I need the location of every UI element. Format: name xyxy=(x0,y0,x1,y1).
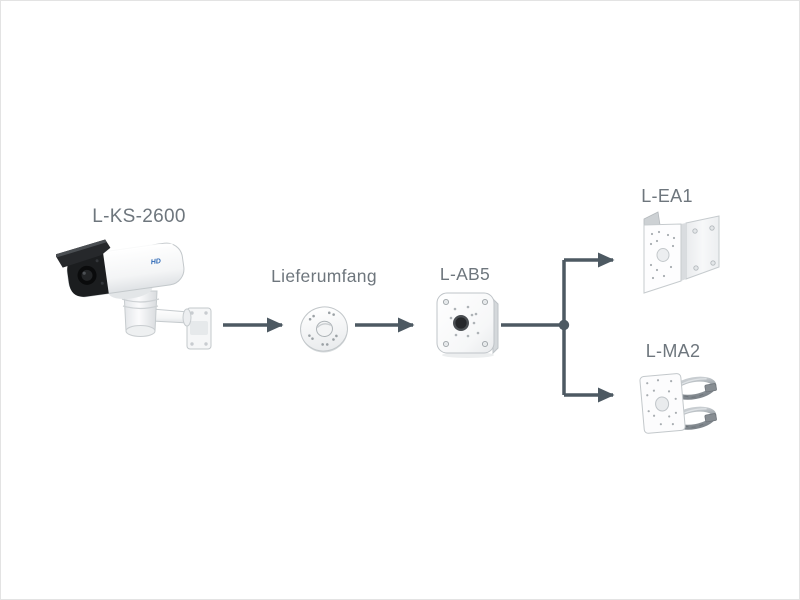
junction-box-image xyxy=(436,292,499,358)
corner-mount-top-flange xyxy=(643,211,661,227)
camera-sunshade xyxy=(56,239,111,268)
camera-image: HD xyxy=(56,239,212,350)
corner-mount-left-holes xyxy=(649,230,676,280)
corner-mount-image xyxy=(643,211,720,294)
junction-box-corner-screws xyxy=(442,298,489,348)
corner-mount-center-hole xyxy=(656,248,670,262)
camera-wall-plate xyxy=(186,307,212,350)
scope-label: Lieferumfang xyxy=(271,266,377,286)
corner-mount-label: L-EA1 xyxy=(641,186,693,206)
pole-mount-center-hole xyxy=(655,396,670,412)
corner-mount-right-holes xyxy=(692,225,716,271)
camera-brand-logo: HD xyxy=(150,258,161,266)
camera-front-lens xyxy=(67,251,109,297)
camera-mount-arm xyxy=(151,308,192,327)
junction-box-cable-hole xyxy=(453,315,469,331)
adapter-plate-screw-holes xyxy=(308,311,338,346)
pole-mount-label: L-MA2 xyxy=(645,341,701,361)
camera-body: HD xyxy=(56,239,185,299)
scope-image xyxy=(300,306,348,353)
pole-mount-image xyxy=(639,373,717,434)
pole-mount-screw-holes xyxy=(646,379,678,426)
corner-mount-right-panel xyxy=(685,215,720,280)
junction-box-screw-holes xyxy=(449,305,480,338)
branch-point-dot xyxy=(558,319,570,331)
pole-mount-plate xyxy=(639,373,686,434)
camera-pan-column xyxy=(121,290,160,337)
camera-label: L-KS-2600 xyxy=(92,206,186,227)
junction-box-label: L-AB5 xyxy=(439,264,491,284)
